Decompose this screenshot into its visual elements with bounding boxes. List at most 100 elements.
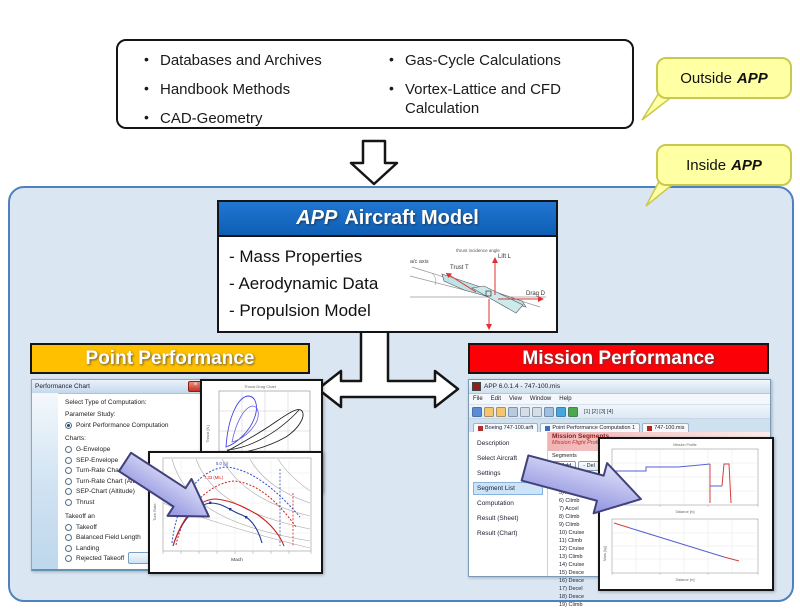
profile-xlabel2: Distance [m] bbox=[676, 578, 695, 582]
radio-chart-option[interactable]: Thrust bbox=[65, 498, 199, 506]
force-diagram: thrust incidence angle a/c axis Trust T … bbox=[409, 248, 546, 330]
segment-row[interactable]: 14) Cruise bbox=[559, 562, 585, 568]
undo-icon[interactable] bbox=[544, 406, 554, 417]
radio-chart-option[interactable]: SEP-Chart (Altitude) bbox=[65, 488, 199, 495]
radio-label: G-Envelope bbox=[76, 446, 111, 453]
segment-row[interactable]: 12) Cruise bbox=[559, 546, 585, 552]
profile-xlabel: Distance [m] bbox=[676, 510, 695, 514]
tab-mission[interactable]: 747-100.mis bbox=[642, 423, 690, 432]
del-button[interactable]: - Del bbox=[578, 460, 600, 471]
profile-chart-title: Mission Profile bbox=[673, 443, 696, 447]
outside-app-callout: Outside APP bbox=[656, 57, 792, 99]
segment-row[interactable]: 10) Cruise bbox=[559, 530, 585, 536]
radio-chart-option[interactable]: G-Envelope bbox=[65, 446, 199, 453]
model-item: - Propulsion Model bbox=[229, 301, 371, 320]
radio-takeoff-option[interactable]: Landing bbox=[65, 544, 199, 552]
model-properties-list: - Mass Properties - Aerodynamic Data - P… bbox=[229, 243, 556, 324]
tab-label: Boeing 747-100.arft bbox=[485, 425, 534, 431]
radio-icon[interactable] bbox=[65, 534, 72, 541]
globe-icon[interactable] bbox=[556, 406, 566, 417]
callout-text: Outside bbox=[680, 69, 732, 87]
new-icon[interactable] bbox=[484, 406, 494, 417]
save-icon[interactable] bbox=[472, 406, 482, 417]
radio-icon[interactable] bbox=[65, 523, 72, 531]
radio-icon[interactable] bbox=[65, 498, 72, 506]
segment-row[interactable]: 18) Desce bbox=[559, 594, 585, 600]
document-tabs: Boeing 747-100.arft Point Performance Co… bbox=[469, 419, 770, 432]
radio-icon[interactable] bbox=[65, 422, 72, 429]
radio-takeoff-option[interactable]: Balanced Field Length bbox=[65, 534, 199, 541]
sidebar-item-segment-list[interactable]: Segment List bbox=[473, 482, 543, 495]
diagram-lift-label: Lift L bbox=[498, 254, 512, 260]
radio-icon[interactable] bbox=[65, 456, 72, 464]
mission-performance-title: Mission Performance bbox=[522, 347, 715, 369]
row-cursor-icon: ▶ bbox=[552, 482, 557, 488]
mission-profile-chart: Mission Profile Altitude [m] Distance [m… bbox=[603, 443, 759, 582]
menu-window[interactable]: Window bbox=[529, 396, 552, 402]
cut-icon[interactable] bbox=[520, 406, 530, 417]
run-icon[interactable] bbox=[568, 406, 578, 417]
turn-chart-ylabel: Turn Rate bbox=[152, 503, 157, 521]
segment-row[interactable]: 15) Desce bbox=[559, 570, 585, 576]
radio-chart-option[interactable]: SEP-Envelope bbox=[65, 456, 199, 464]
radio-chart-option[interactable]: Turn-Rate Chart (SEP) bbox=[65, 467, 199, 474]
bullet-item: CAD-Geometry bbox=[142, 108, 387, 128]
tab-label: Point Performance Computation 1 bbox=[552, 425, 636, 431]
segment-row[interactable]: 17) Decel bbox=[559, 586, 583, 592]
sidebar-item-result-chart[interactable]: Result (Chart) bbox=[477, 530, 518, 537]
copy-icon[interactable] bbox=[532, 406, 542, 417]
menu-help[interactable]: Help bbox=[559, 396, 572, 402]
sidebar-item-settings[interactable]: Settings bbox=[477, 470, 501, 477]
segment-row[interactable]: 16) Desce bbox=[559, 578, 585, 584]
segment-row[interactable]: 9) Climb bbox=[559, 522, 580, 528]
sidebar-item-select-aircraft[interactable]: Select Aircraft bbox=[477, 455, 518, 462]
sidebar-item-computation[interactable]: Computation bbox=[477, 500, 514, 507]
thrust-chart-ylabel: Thrust [N] bbox=[205, 425, 210, 443]
tab-aircraft[interactable]: Boeing 747-100.arft bbox=[473, 423, 539, 432]
radio-label: Turn-Rate Chart (Altitude) bbox=[76, 477, 151, 485]
segment-row[interactable]: 8) Climb bbox=[559, 514, 580, 520]
turn-chart-red-label: 7.33 (MIL) bbox=[204, 475, 224, 480]
radio-icon[interactable] bbox=[65, 555, 72, 562]
app-title-rest: Aircraft Model bbox=[344, 207, 479, 229]
menu-file[interactable]: File bbox=[473, 396, 483, 402]
radio-icon[interactable] bbox=[65, 446, 72, 453]
segment-row[interactable]: 13) Climb bbox=[559, 554, 583, 560]
takeoff-label: Takeoff an bbox=[65, 512, 95, 520]
point-performance-title: Point Performance bbox=[85, 347, 255, 369]
print-icon[interactable] bbox=[508, 406, 518, 417]
window-titlebar[interactable]: APP 6.0.1.4 - 747-100.mis bbox=[469, 380, 770, 394]
open-icon[interactable] bbox=[496, 406, 506, 417]
turn-rate-chart-panel: 5.0 (g) 7.33 (MIL) Turn Rate Mach bbox=[148, 451, 323, 574]
mission-flight-profile-subtitle: Mission Flight Profile bbox=[552, 440, 603, 446]
bullet-item: Databases and Archives bbox=[142, 50, 387, 70]
radio-icon[interactable] bbox=[65, 467, 72, 474]
app-aircraft-model-title: APP Aircraft Model bbox=[219, 202, 556, 237]
menu-view[interactable]: View bbox=[509, 396, 522, 402]
sidebar-item-description[interactable]: Description bbox=[477, 440, 510, 447]
turn-chart-blue-label: 5.0 (g) bbox=[216, 461, 229, 466]
radio-takeoff-option[interactable]: Takeoff bbox=[65, 523, 199, 531]
layout-buttons[interactable]: [1] [2] [3] [4] bbox=[584, 408, 614, 415]
dialog-titlebar[interactable]: Performance Chart × bbox=[32, 380, 206, 394]
sidebar-item-result-sheet[interactable]: Result (Sheet) bbox=[477, 515, 519, 522]
menu-edit[interactable]: Edit bbox=[490, 396, 502, 402]
turn-rate-chart: 5.0 (g) 7.33 (MIL) Turn Rate Mach bbox=[152, 457, 312, 563]
callout-app: APP bbox=[731, 156, 762, 174]
segment-row[interactable]: 19) Climb bbox=[559, 602, 583, 608]
sources-left-column: Databases and Archives Handbook Methods … bbox=[142, 50, 387, 128]
radio-icon[interactable] bbox=[65, 477, 72, 485]
radio-icon[interactable] bbox=[65, 544, 72, 552]
dialog-title: Performance Chart bbox=[35, 383, 90, 390]
tab-point-computation[interactable]: Point Performance Computation 1 bbox=[540, 423, 641, 432]
segment-row[interactable]: 11) Climb bbox=[559, 538, 583, 544]
radio-icon[interactable] bbox=[65, 488, 72, 495]
radio-chart-option[interactable]: Turn-Rate Chart (Altitude) bbox=[65, 477, 199, 485]
app-aircraft-model-box: APP Aircraft Model - Mass Properties - A… bbox=[217, 200, 558, 333]
bullet-item: Gas-Cycle Calculations bbox=[387, 50, 617, 70]
turn-chart-xlabel: Mach bbox=[231, 557, 243, 563]
radio-point-performance[interactable]: Point Performance Computation bbox=[65, 422, 199, 429]
add-button[interactable]: + Add bbox=[552, 460, 577, 471]
radio-takeoff-option[interactable]: Rejected Takeoff bbox=[65, 555, 199, 562]
charts-label: Charts: bbox=[65, 435, 86, 442]
